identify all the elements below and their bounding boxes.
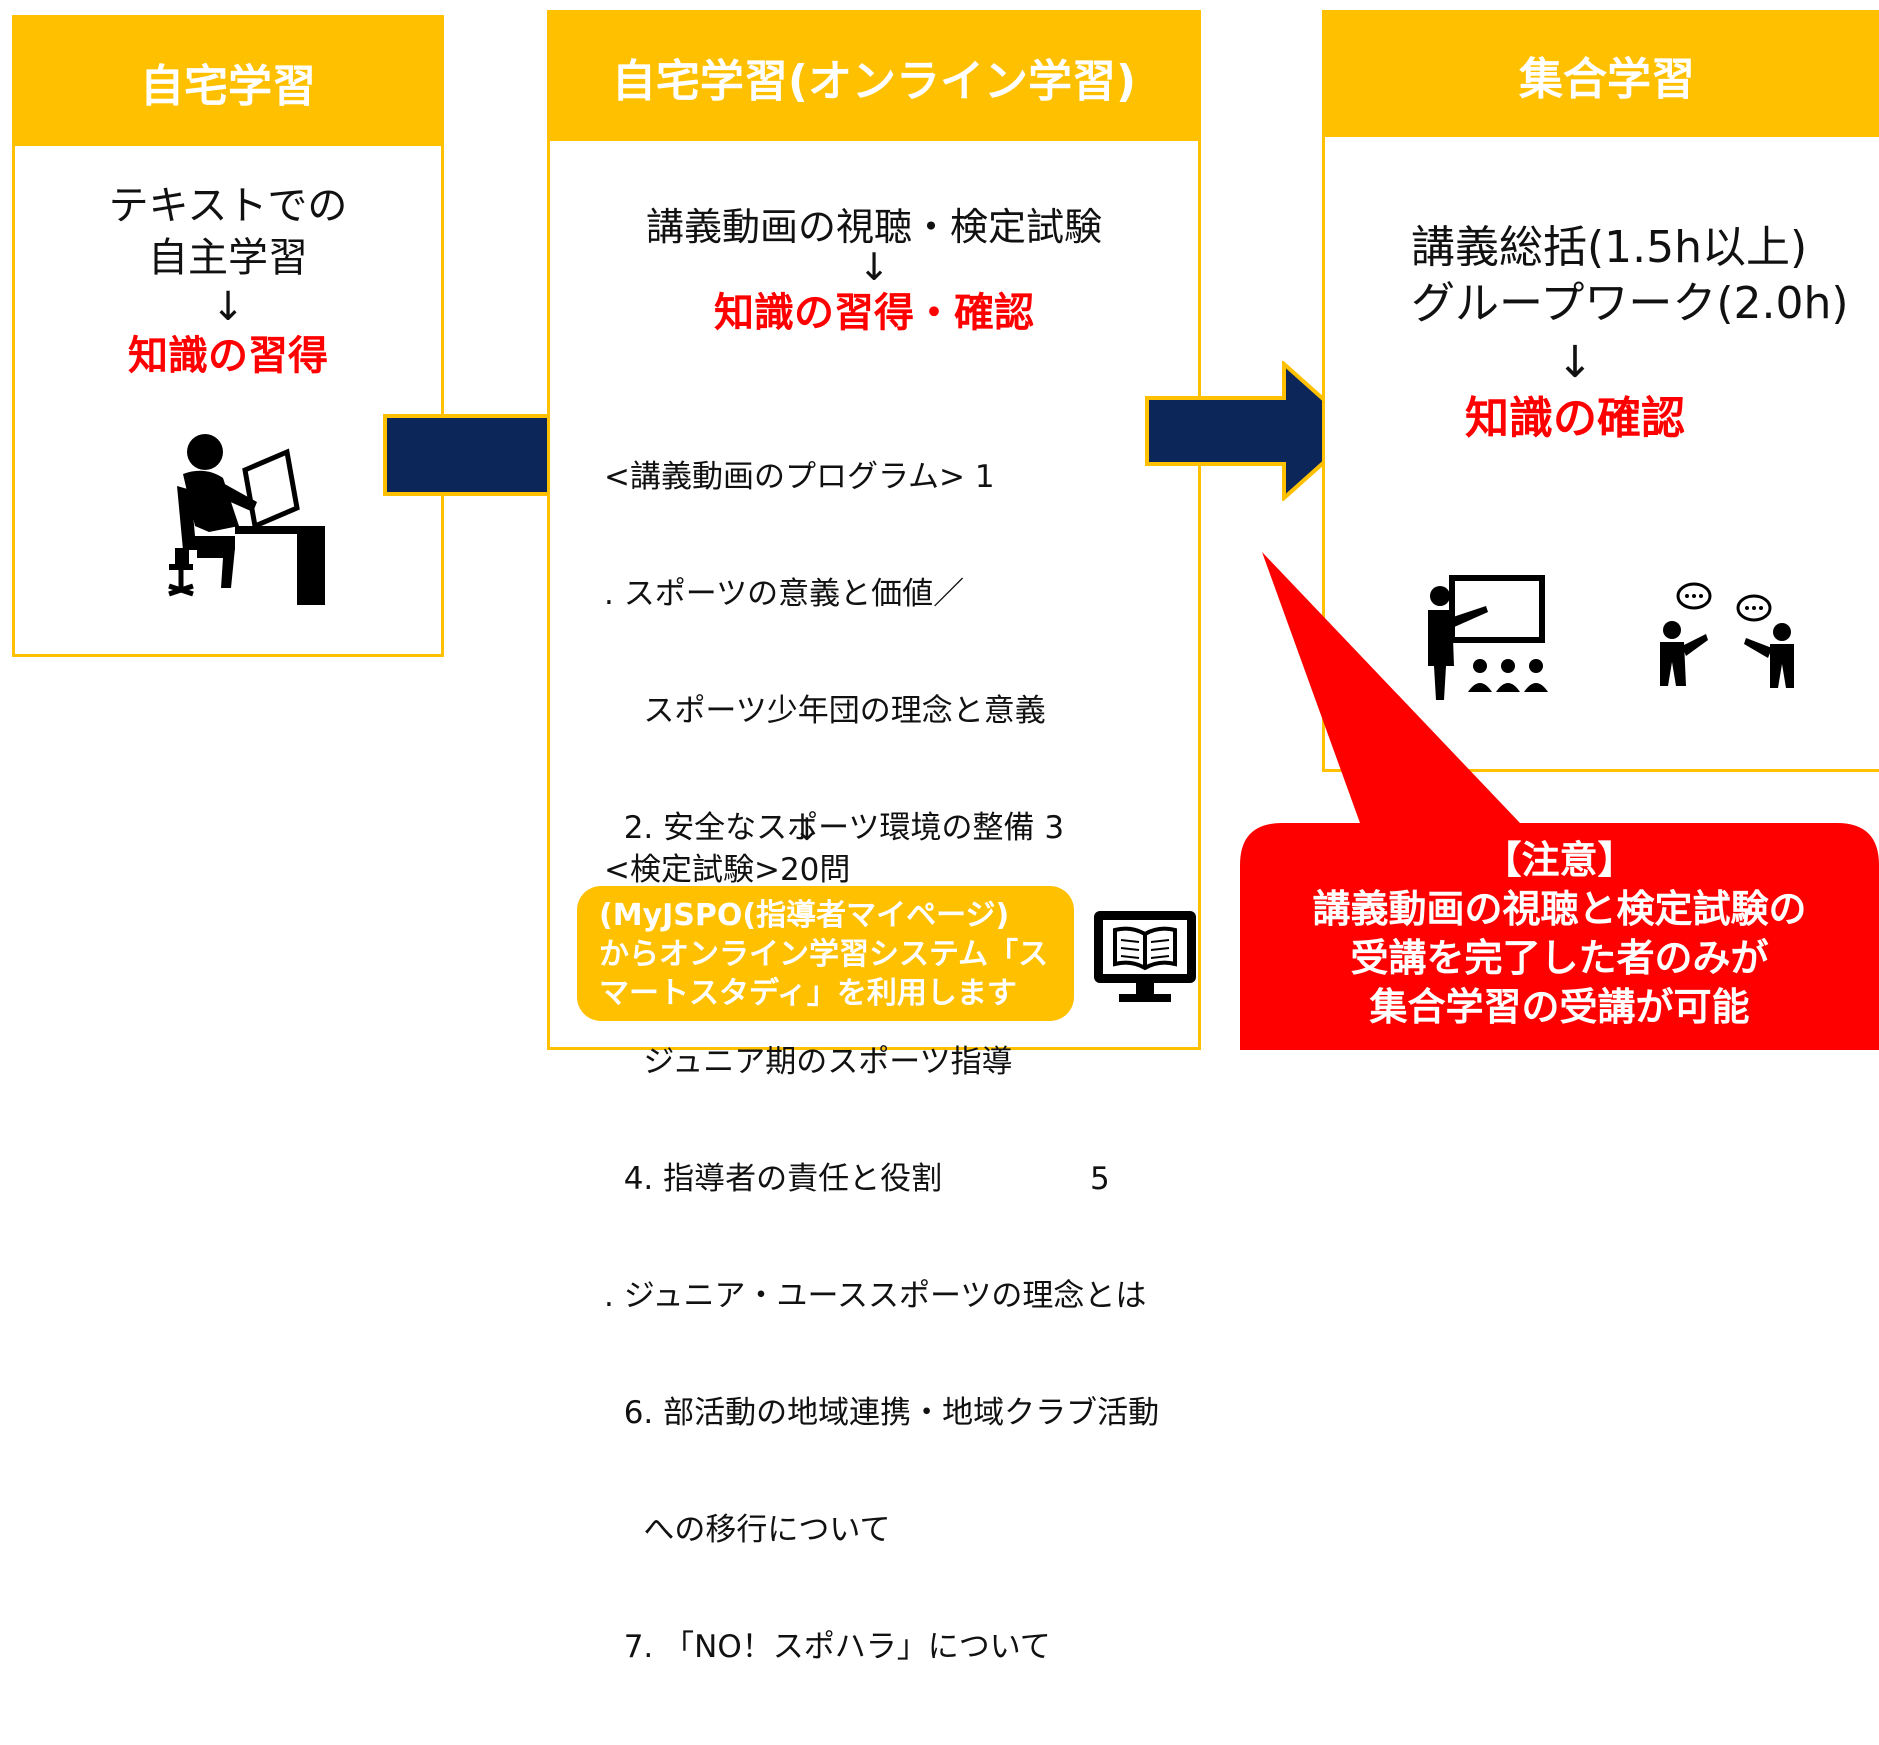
program-line: . スポーツの意義と価値／ — [604, 576, 965, 612]
online-line-1: 講義動画の視聴・検定試験 — [645, 205, 1102, 249]
panel-group-study-result: ↓ 知識の確認 — [1365, 335, 1785, 447]
note-line-2: からオンライン学習システム「ス — [599, 937, 1049, 972]
panel-home-study-title: 自宅学習 — [15, 18, 441, 146]
online-result: 知識の習得・確認 — [714, 290, 1034, 336]
panel-group-study-title: 集合学習 — [1325, 13, 1879, 137]
teacher-whiteboard-icon — [1428, 575, 1548, 700]
notice-line-2: 受講を完了した者のみが — [1350, 936, 1769, 980]
online-system-note: (MyJSPO(指導者マイページ) からオンライン学習システム「ス マートスタデ… — [577, 886, 1074, 1021]
program-list: <講義動画のプログラム> 1 . スポーツの意義と価値／ スポーツ少年団の理念と… — [604, 380, 1159, 1745]
program-line: <講義動画のプログラム> 1 — [604, 459, 995, 495]
group-line-2: グループワーク(2.0h) — [1411, 278, 1849, 329]
program-line: 2. 安全なスポーツ環境の整備 3 — [604, 810, 1065, 846]
group-discussion-icon — [1660, 582, 1794, 688]
program-line: 6. 部活動の地域連携・地域クラブ活動 — [604, 1395, 1160, 1431]
panel-online-study-title: 自宅学習(オンライン学習) — [550, 13, 1198, 141]
panel-online-study-summary: 講義動画の視聴・検定試験 ↓ 知識の習得・確認 — [550, 203, 1198, 343]
computer-book-icon — [1094, 911, 1196, 1002]
flow-arrow-2 — [1145, 361, 1362, 501]
panel-home-study: 自宅学習 テキストでの 自主学習 ↓ 知識の習得 — [12, 15, 444, 657]
program-line: スポーツ少年団の理念と意義 — [604, 693, 1046, 729]
home-line-2: 自主学習 — [148, 235, 308, 281]
panel-group-study-body: 講義総括(1.5h以上) グループワーク(2.0h) — [1381, 220, 1879, 332]
panel-group-study: 集合学習 講義総括(1.5h以上) グループワーク(2.0h) ↓ 知識の確認 — [1322, 10, 1879, 772]
panel-online-study: 自宅学習(オンライン学習) 講義動画の視聴・検定試験 ↓ 知識の習得・確認 <講… — [547, 10, 1201, 1665]
group-result: 知識の確認 — [1465, 393, 1685, 444]
panel-home-study-body: テキストでの 自主学習 ↓ 知識の習得 — [15, 180, 441, 382]
program-line: 4. 指導者の責任と役割 5 — [604, 1161, 1110, 1197]
program-line: 7. 「NO！スポハラ」について — [604, 1629, 1051, 1665]
online-down-arrow: ↓ — [858, 245, 890, 289]
home-down-arrow: ↓ — [211, 284, 245, 330]
group-down-arrow: ↓ — [1556, 337, 1594, 388]
exam-label: <検定試験>20問 — [604, 852, 851, 888]
program-line: への移行について — [604, 1512, 891, 1548]
program-line: . ジュニア・ユーススポーツの理念とは — [604, 1278, 1147, 1314]
note-line-1: (MyJSPO(指導者マイページ) — [599, 898, 1010, 933]
note-line-3: マートスタディ」を利用します — [599, 976, 1017, 1011]
program-line: ジュニア期のスポーツ指導 — [604, 1044, 1013, 1080]
program-down-arrow: ↓ — [794, 812, 820, 848]
home-result: 知識の習得 — [128, 333, 328, 379]
notice-heading: 【注意】 — [1483, 838, 1636, 882]
person-at-desk-icon — [168, 434, 325, 605]
notice-callout: 【注意】 講義動画の視聴と検定試験の 受講を完了した者のみが 集合学習の受講が可… — [1240, 836, 1879, 1032]
home-line-1: テキストでの — [108, 183, 348, 229]
group-line-1: 講義総括(1.5h以上) — [1411, 222, 1808, 273]
notice-line-1: 講義動画の視聴と検定試験の — [1312, 887, 1807, 931]
notice-line-3: 集合学習の受講が可能 — [1369, 985, 1750, 1029]
